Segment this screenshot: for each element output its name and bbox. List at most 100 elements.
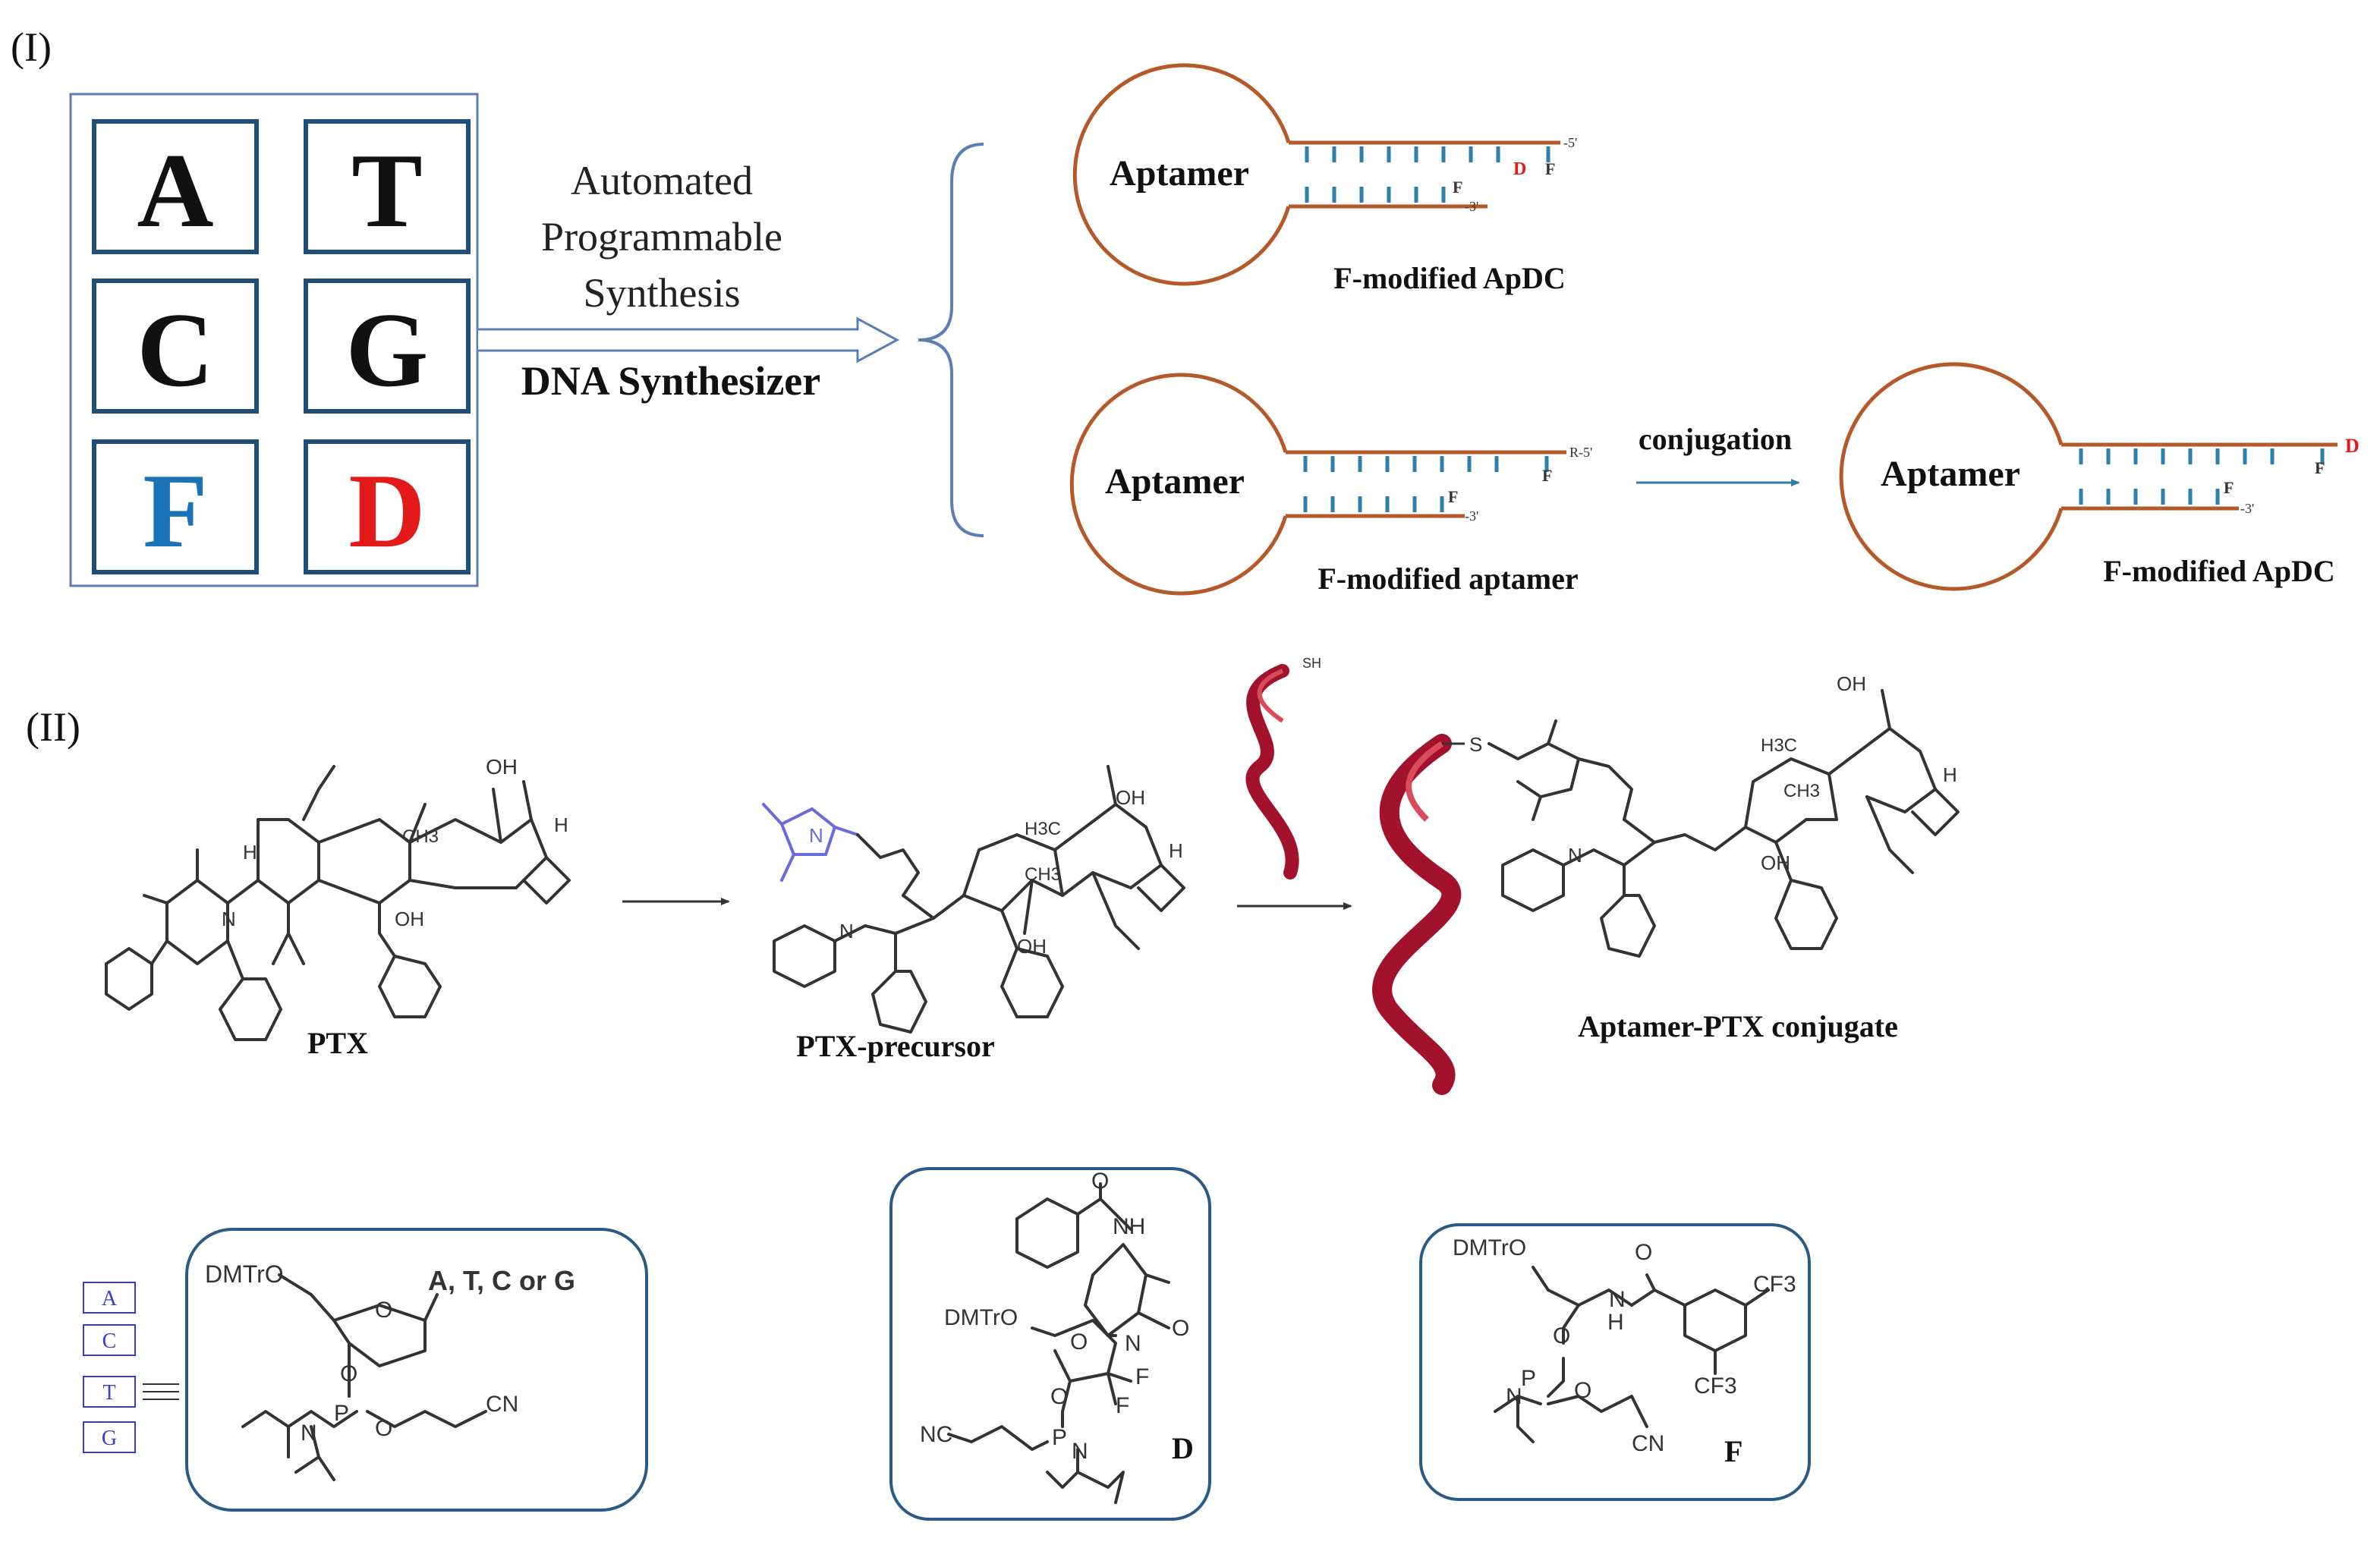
thiol-aptamer-ribbon: SH (1245, 656, 1321, 879)
f-o1: O (1553, 1323, 1570, 1348)
d-f1: F (1135, 1364, 1149, 1389)
base-a: A (102, 1287, 118, 1311)
d-carbonyl-o: O (1091, 1169, 1109, 1194)
end-3-top: -3' (1465, 199, 1478, 214)
synthesis-arrow (478, 316, 900, 363)
f-n: N (1609, 1287, 1626, 1312)
ptx-structure: OH H CH3 OH H N PTX (105, 755, 571, 1060)
conjugate-ch3-label: CH3 (1783, 781, 1820, 801)
synthesis-line-2: Programmable (541, 214, 782, 260)
base-t: T (102, 1381, 115, 1405)
split-bracket (918, 143, 984, 537)
ptx-ch3-label: CH3 (402, 826, 439, 847)
caption-mid: F-modified aptamer (1318, 562, 1578, 596)
aptamer-loop-right (1839, 362, 2064, 591)
conjugate-oh-label: OH (1837, 672, 1866, 695)
standard-p: P (334, 1401, 349, 1426)
conjugate-caption: Aptamer-PTX conjugate (1578, 1009, 1898, 1043)
monomer-g: G (346, 291, 429, 409)
standard-n: N (301, 1421, 317, 1446)
construct-right: Aptamer D F F -3' F-modified ApDC (1839, 362, 2360, 591)
ptx-oh-label: OH (486, 755, 518, 779)
thiol-label: SH (1302, 656, 1321, 671)
d-f2: F (1116, 1393, 1129, 1418)
f-name: F (1724, 1434, 1742, 1468)
ptx-h-label: H (554, 813, 568, 836)
precursor-h3c-label: H3C (1025, 819, 1061, 839)
d-nh: NH (1113, 1214, 1145, 1239)
base-c: C (102, 1329, 117, 1353)
synthesis-step: Automated Programmable Synthesis DNA Syn… (478, 143, 984, 537)
standard-base-label: A, T, C or G (428, 1265, 575, 1296)
synthesis-line-3: Synthesis (583, 270, 740, 316)
precursor-oh2-label: OH (1017, 935, 1047, 958)
f-label-mid-1: F (1542, 466, 1552, 485)
d-phosphoramidite: DMTrO NH O O N O F F O P N NC D (889, 1167, 1211, 1521)
caption-top: F-modified ApDC (1333, 261, 1566, 295)
f-dmtro: DMTrO (1453, 1235, 1526, 1260)
f-cf3-2: CF3 (1694, 1374, 1737, 1399)
standard-phosphoramidite: A C T G DMTrO O A, T, C or G O P N O CN (83, 1228, 648, 1512)
f-p: P (1521, 1366, 1536, 1391)
standard-dmtro: DMTrO (205, 1260, 284, 1288)
section-label-ii: (II) (26, 704, 80, 750)
monomer-c: C (137, 291, 213, 409)
monomer-box-g (304, 278, 471, 414)
synthesis-line-1: Automated (571, 158, 753, 203)
standard-o2: O (375, 1416, 392, 1441)
d-dmtro: DMTrO (944, 1305, 1018, 1330)
end-5-top: -5' (1563, 135, 1577, 150)
standard-cn: CN (486, 1392, 518, 1417)
aptamer-label-right: Aptamer (1881, 454, 2020, 494)
d-p: P (1052, 1425, 1067, 1450)
conjugate-structure: OH H H3C CH3 OH N Aptamer-PTX conjugate (1488, 672, 1960, 1043)
ptx-h2-label: H (243, 841, 257, 864)
precursor-n-label: N (839, 920, 854, 942)
section-label-i: (I) (11, 24, 52, 70)
ptx-oh2-label: OH (395, 908, 424, 930)
monomer-box-d (304, 439, 471, 574)
precursor-ch3-label: CH3 (1025, 864, 1061, 885)
f-label-mid-2: F (1448, 487, 1458, 506)
monomer-a: A (137, 132, 213, 250)
d-label-top: D (1513, 159, 1526, 179)
precursor-caption: PTX-precursor (796, 1029, 994, 1063)
construct-middle: Aptamer F F R-5' -3' F-modified aptamer (1069, 373, 1592, 596)
f-cf3-1: CF3 (1753, 1272, 1796, 1297)
end-3-right: -3' (2240, 501, 2254, 516)
d-ring-o: O (1172, 1316, 1189, 1341)
aptamer-label-mid: Aptamer (1105, 461, 1245, 502)
base-box-a (83, 1282, 136, 1314)
monomer-d: D (348, 452, 425, 570)
construct-top: Aptamer D F F -5' -3' F-modified ApDC (1072, 63, 1577, 295)
base-g: G (102, 1427, 117, 1450)
f-phosphoramidite: DMTrO O N H CF3 CF3 O P N O CN F (1419, 1223, 1811, 1501)
d-panel (889, 1167, 1211, 1521)
d-n2: N (1072, 1439, 1088, 1464)
d-sugar-o: O (1070, 1329, 1088, 1355)
monomer-box-a (92, 119, 259, 254)
aptamer-loop-top (1072, 63, 1291, 286)
precursor-maleimide-n: N (809, 824, 823, 847)
conjugate-h-label: H (1943, 763, 1957, 786)
base-pair-ticks-top (1305, 146, 1550, 203)
ptx-n-label: N (222, 908, 236, 930)
conjugation-label: conjugation (1639, 422, 1792, 456)
base-box-g (83, 1421, 136, 1453)
monomer-t: T (351, 132, 422, 250)
d-name: D (1172, 1431, 1194, 1465)
d-nc: NC (920, 1422, 952, 1447)
d-n: N (1125, 1331, 1141, 1356)
monomer-box-c (92, 278, 259, 414)
base-box-c (83, 1324, 136, 1356)
standard-o1: O (340, 1361, 357, 1386)
f-label-right-2: F (2224, 478, 2234, 497)
f-n2: N (1506, 1384, 1522, 1409)
conjugate-oh2-label: OH (1761, 851, 1790, 874)
standard-ring-o: O (375, 1298, 392, 1323)
f-o2: O (1574, 1378, 1591, 1403)
d-label-right: D (2345, 435, 2360, 457)
caption-right: F-modified ApDC (2103, 554, 2335, 588)
base-pair-ticks-right (2079, 448, 2325, 505)
